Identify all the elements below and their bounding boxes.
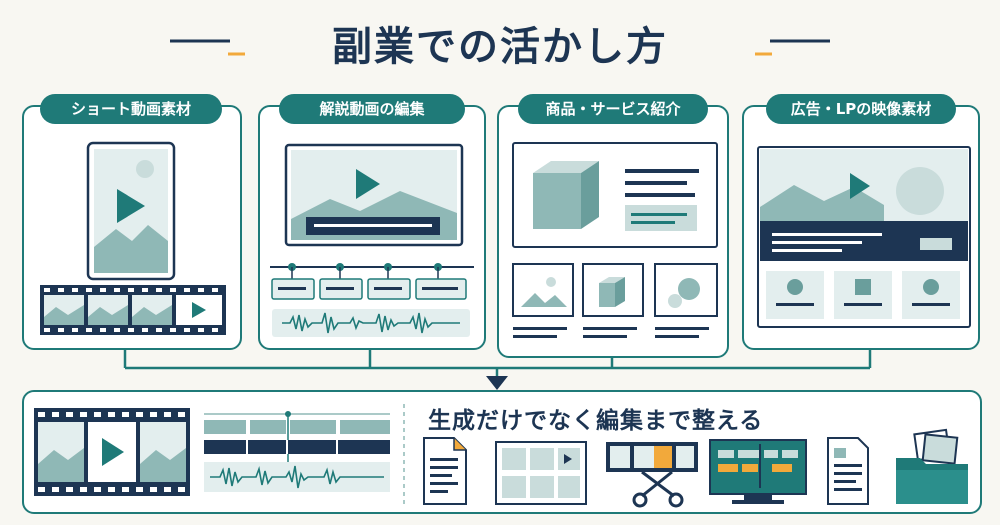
- waveform-icon: [282, 312, 460, 334]
- document-icon: [423, 437, 467, 505]
- editing-tools-illustration: [34, 404, 968, 508]
- card-label-short-video: ショート動画素材: [40, 94, 222, 124]
- explainer-edit-illustration: [270, 143, 474, 337]
- card-ad-lp: [742, 105, 980, 350]
- scissors-icon: [606, 442, 698, 508]
- image-icon: [521, 293, 567, 307]
- card-product-intro: [497, 105, 729, 358]
- bottom-heading: 生成だけでなく編集まで整える: [428, 408, 764, 434]
- title-area: 副業での活かし方: [0, 6, 1000, 76]
- card-label-product-intro: 商品・サービス紹介: [518, 94, 708, 124]
- play-icon-small: [192, 302, 206, 318]
- card-label-ad-lp: 広告・LPの映像素材: [766, 94, 956, 124]
- document-icon-2: [827, 437, 869, 505]
- down-arrow-icon: [486, 376, 508, 390]
- shapes-icon: [678, 278, 700, 300]
- title-decoration: [170, 39, 830, 56]
- short-video-illustration: [40, 141, 226, 335]
- storyboard-icon: [495, 441, 587, 505]
- waveform-icon: [210, 465, 384, 489]
- play-icon: [102, 438, 124, 466]
- play-icon: [356, 169, 380, 199]
- bottom-panel: 生成だけでなく編集まで整える: [22, 390, 982, 514]
- video-track: [204, 440, 390, 454]
- product-intro-illustration: [512, 142, 718, 338]
- card-label-explainer-edit: 解説動画の編集: [279, 94, 465, 124]
- card-short-video: [22, 105, 242, 350]
- ad-lp-illustration: [757, 146, 971, 328]
- cta-button-icon: [920, 238, 952, 250]
- box-icon: [599, 283, 615, 307]
- cube-icon: [533, 161, 599, 173]
- editing-monitor-icon: [709, 439, 807, 504]
- page-title: 副業での活かし方: [332, 24, 668, 70]
- folder-icon: [896, 428, 968, 504]
- play-icon: [117, 189, 145, 223]
- play-icon: [850, 173, 870, 199]
- card-explainer-edit: [258, 105, 486, 350]
